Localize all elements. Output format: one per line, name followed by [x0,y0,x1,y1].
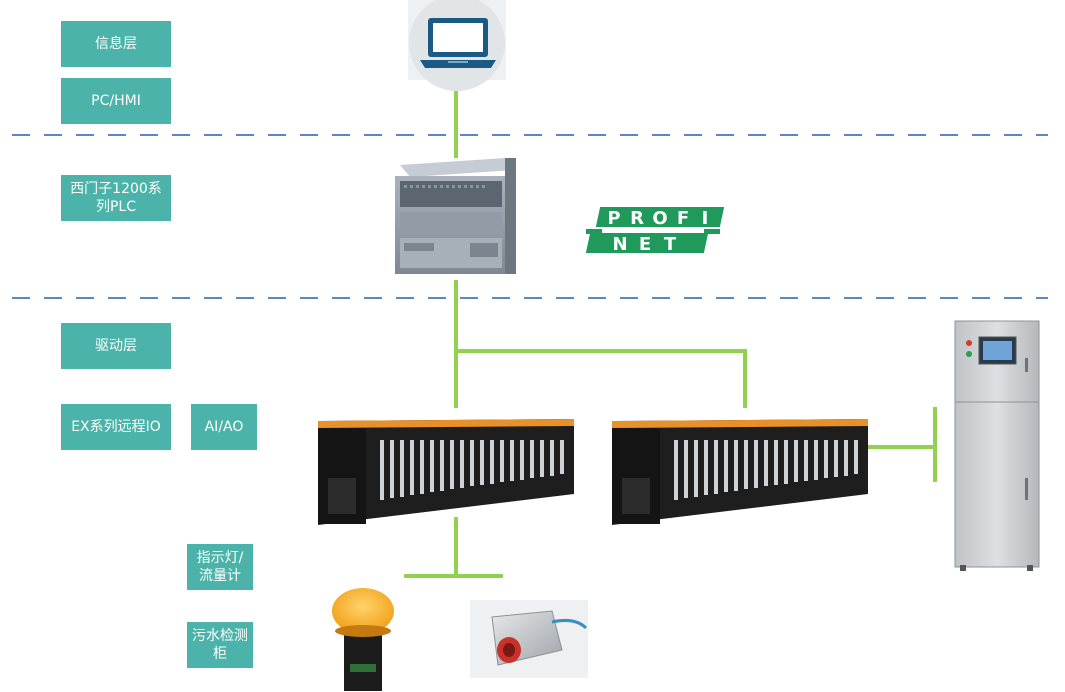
info-layer-label: 信息层 [61,21,171,67]
profinet-logo: P R O F I N E T [585,207,725,255]
profinet-letter: R [630,208,644,229]
profinet-letter: I [702,208,709,229]
flow-meter-device [470,600,588,678]
siemens-plc-device [395,158,516,274]
profinet-letter: F [677,208,689,229]
profinet-letter: T [664,234,677,255]
profinet-letter: O [652,208,667,229]
sewage-detection-cabinet [954,320,1040,571]
remote-io-module-2 [612,419,868,525]
ai-ao-label: AI/AO [191,404,257,450]
laptop-icon [408,0,506,91]
connector-lines [404,80,937,578]
remote-io-module-1 [318,419,574,525]
ex-remote-io-label: EX系列远程IO [61,404,171,450]
profinet-letter: N [612,234,627,255]
pc-hmi-label: PC/HMI [61,78,171,124]
plc-label: 西门子1200系列PLC [61,175,171,221]
profinet-letter: P [607,208,620,229]
indicator-flowmeter-label: 指示灯/流量计 [187,544,253,590]
sewage-cabinet-label: 污水检测柜 [187,622,253,668]
indicator-lamp-device [332,588,394,691]
drive-layer-label: 驱动层 [61,323,171,369]
profinet-letter: E [639,234,651,255]
